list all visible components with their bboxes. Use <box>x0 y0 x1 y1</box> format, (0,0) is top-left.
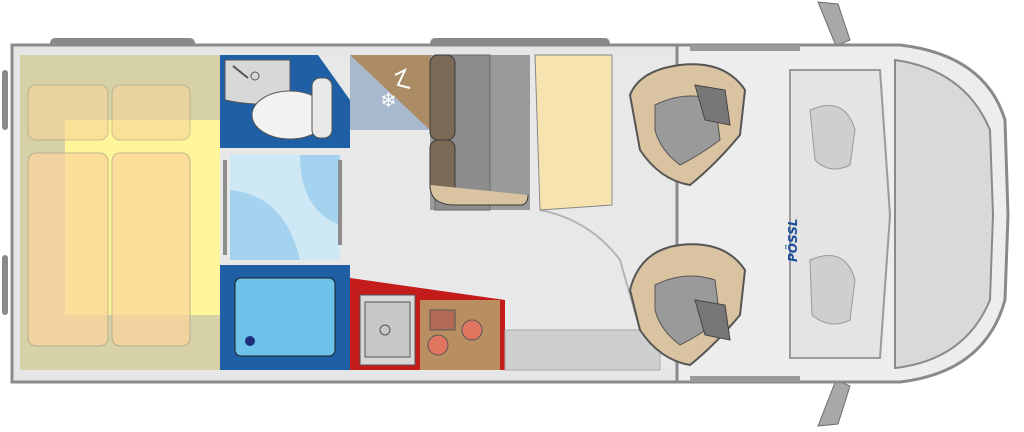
shower-door-2 <box>300 155 340 225</box>
aisle-curve <box>539 209 641 370</box>
counter-extension <box>504 329 661 371</box>
kitchen <box>350 278 505 370</box>
shower-area <box>220 155 350 370</box>
mirror-left <box>817 1 851 47</box>
shower-tray <box>234 277 336 357</box>
tap-icon <box>232 65 249 79</box>
bed-pillow-right <box>111 84 191 141</box>
fridge: ❄ <box>350 55 430 130</box>
sink-bowl <box>364 301 411 358</box>
shower-door <box>230 190 300 260</box>
hob-burner-back <box>429 309 456 331</box>
bed-cushion-right <box>111 152 191 347</box>
bed-cushion-left <box>27 152 109 347</box>
dining-table <box>534 54 613 211</box>
rear-step-top <box>2 70 8 130</box>
fridge-shelf <box>350 55 430 130</box>
driver-headrest <box>694 84 731 126</box>
driver-seat <box>628 63 747 187</box>
rear-step-bottom <box>2 255 8 315</box>
rear-bed <box>20 55 220 370</box>
hob-icon <box>427 334 449 356</box>
bench-armrest <box>429 184 529 206</box>
passenger-door-sill <box>690 376 800 382</box>
mirror-right <box>817 379 851 427</box>
fridge-handle <box>394 67 411 89</box>
passenger-headrest <box>694 299 731 341</box>
bed-pillow-left <box>27 84 109 141</box>
driver-door-sill <box>690 45 800 51</box>
passenger-seat <box>628 243 747 367</box>
hob-icon <box>461 319 483 341</box>
snowflake-icon: ❄ <box>380 88 397 112</box>
washroom-toilet <box>220 55 350 148</box>
bench-cushion-back <box>429 54 456 141</box>
dinette-bench <box>429 54 530 211</box>
passenger-dash <box>809 255 856 325</box>
toilet-tank <box>311 77 333 139</box>
sink-icon <box>379 324 391 336</box>
steering-wheel <box>809 105 856 170</box>
brand-logo: PÖSSL <box>785 219 800 263</box>
sink-icon <box>250 71 260 81</box>
windscreen <box>894 58 995 370</box>
shower-drain-icon <box>245 336 255 346</box>
